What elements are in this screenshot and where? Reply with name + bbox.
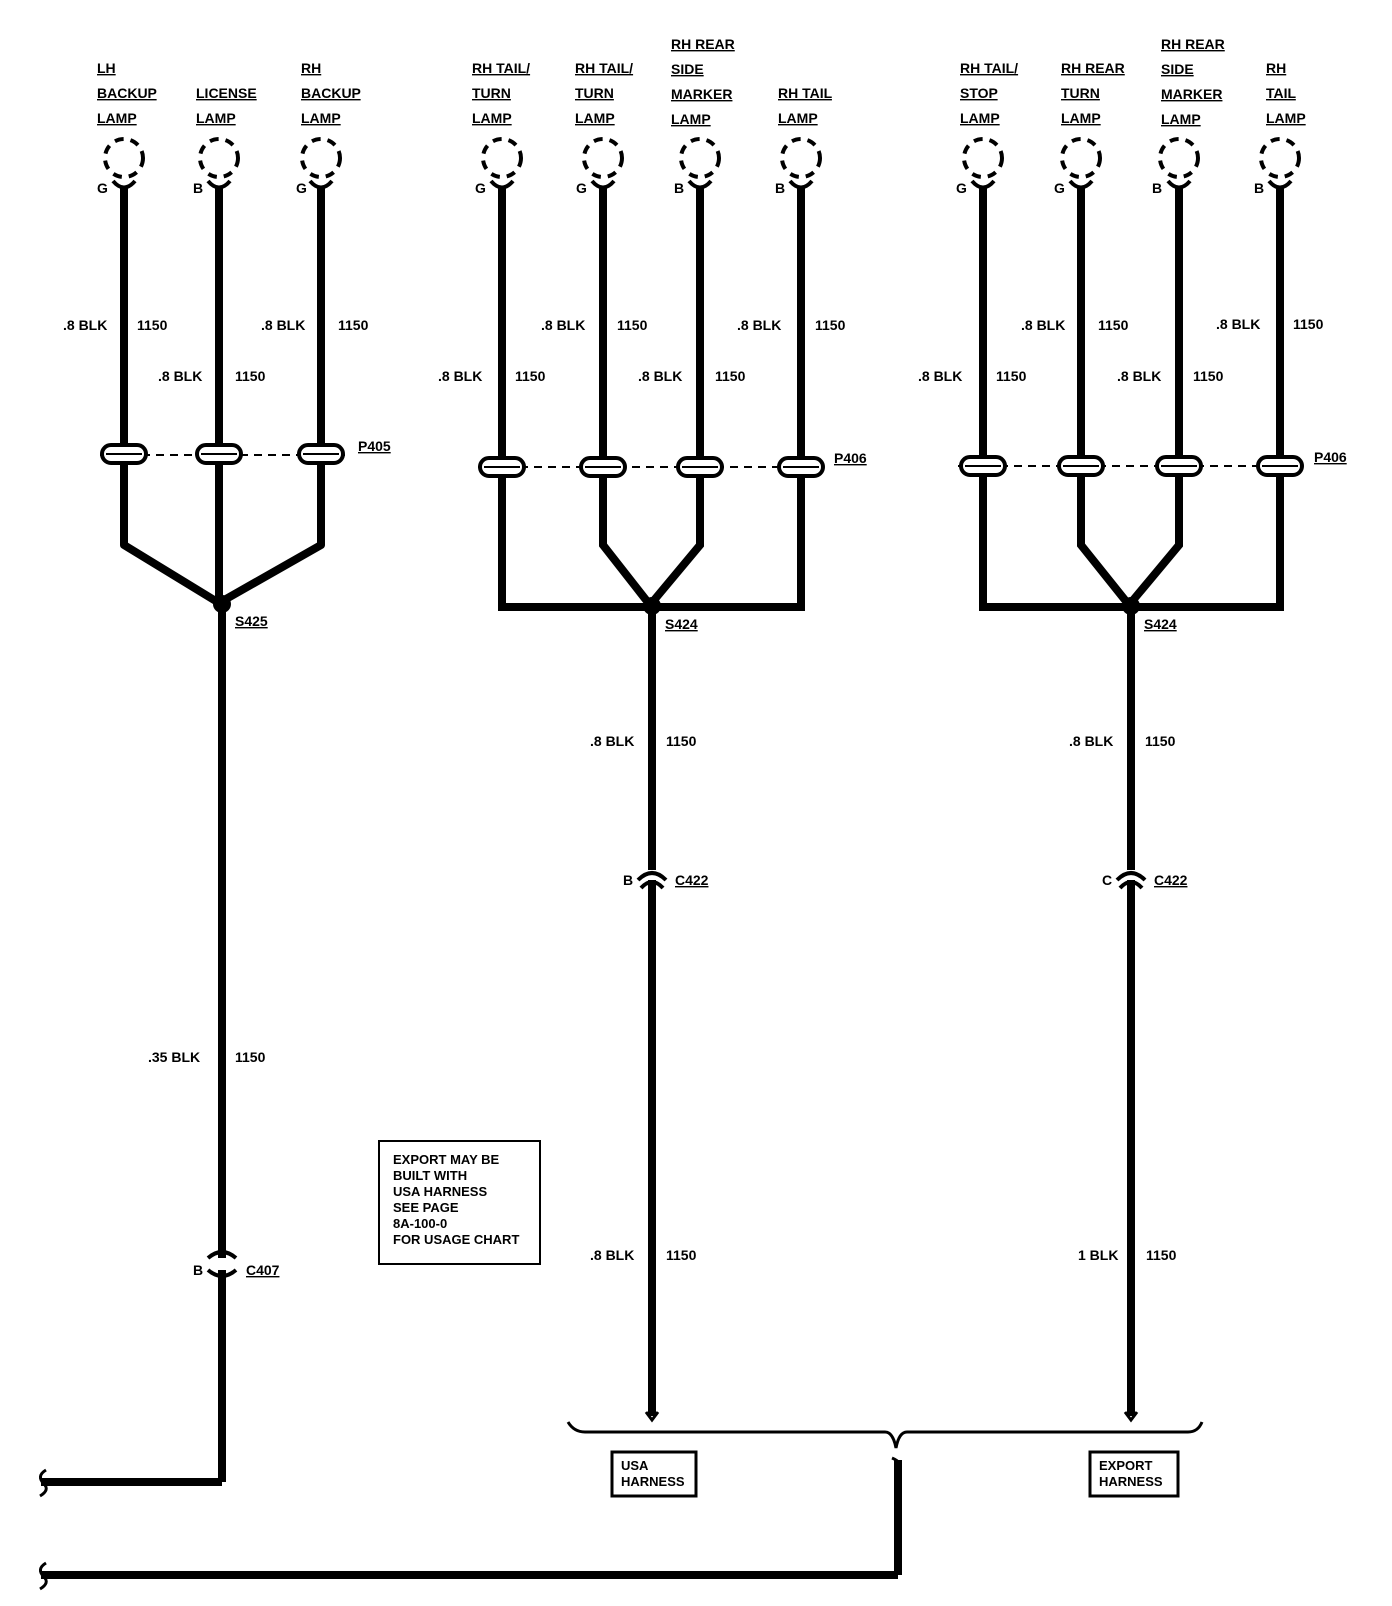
pin-label: B xyxy=(1254,180,1264,196)
wire-label: .8 BLK xyxy=(1216,316,1260,332)
wire-label: .8 BLK xyxy=(541,317,585,333)
lamp-label-lh-backup: LH BACKUP LAMP xyxy=(97,60,161,126)
lamp-label-rh-tail-2: RH TAIL LAMP xyxy=(1266,60,1306,126)
wire-label: 1150 xyxy=(1145,733,1176,749)
splice-label-s425: S425 xyxy=(235,613,268,629)
lamp-symbol-rh-tail-turn-1 xyxy=(481,137,523,179)
svg-text:USA HARNESS: USA HARNESS xyxy=(621,1458,685,1489)
lamp-symbol-rh-tail-turn-2 xyxy=(582,137,624,179)
lamp-symbol-rh-rear-turn xyxy=(1060,137,1102,179)
pin-label: B xyxy=(193,1262,203,1278)
wire-label: .8 BLK xyxy=(438,368,482,384)
note-box: EXPORT MAY BE BUILT WITH USA HARNESS SEE… xyxy=(378,1140,541,1265)
lamp-symbol-rh-backup xyxy=(300,137,342,179)
connector-p406-export xyxy=(959,455,1304,477)
lamp-label-rh-tail-turn-2: RH TAIL/ TURN LAMP xyxy=(575,60,637,126)
harness-brace xyxy=(39,1421,1204,1591)
wire-label: .8 BLK xyxy=(1069,733,1113,749)
lamp-label-rh-tail-1: RH TAIL LAMP xyxy=(778,85,836,126)
lamp-symbol-rh-tail-2 xyxy=(1259,137,1301,179)
wire-label: .8 BLK xyxy=(638,368,682,384)
pin-label: C xyxy=(1102,872,1112,888)
connector-label-c422: C422 xyxy=(675,872,709,888)
wire-label: .8 BLK xyxy=(158,368,202,384)
export-harness-box: EXPORT HARNESS xyxy=(1088,1450,1180,1498)
wire-label: .35 BLK xyxy=(148,1049,200,1065)
wire-label: 1150 xyxy=(1293,316,1324,332)
lamp-label-rh-backup: RH BACKUP LAMP xyxy=(301,60,365,126)
wire-label: 1150 xyxy=(996,368,1027,384)
lamp-label-rh-rear-side-marker-2: RH REAR SIDE MARKER LAMP xyxy=(1161,36,1229,127)
svg-text:EXPORT HARNESS: EXPORT HARNESS xyxy=(1099,1458,1163,1489)
wire-label: 1150 xyxy=(515,368,546,384)
wire-label: 1150 xyxy=(666,733,697,749)
connector-label-c422: C422 xyxy=(1154,872,1188,888)
wire-label: .8 BLK xyxy=(1117,368,1161,384)
group-usa-harness: RH TAIL/ TURN LAMP RH TAIL/ TURN LAMP RH… xyxy=(438,36,867,1498)
lamp-label-rh-rear-turn: RH REAR TURN LAMP xyxy=(1061,60,1129,126)
wire-label: .8 BLK xyxy=(63,317,107,333)
splice-label-s424: S424 xyxy=(1144,616,1177,632)
pin-label: B xyxy=(1152,180,1162,196)
group-backup-license: LH BACKUP LAMP LICENSE LAMP RH BACKUP LA… xyxy=(39,60,391,1498)
pin-label: G xyxy=(475,180,486,196)
lamp-label-rh-tail-turn-1: RH TAIL/ TURN LAMP xyxy=(472,60,534,126)
note-text: EXPORT MAY BE BUILT WITH USA HARNESS SEE… xyxy=(393,1152,519,1247)
wire-label: 1150 xyxy=(715,368,746,384)
wire-label: 1150 xyxy=(1098,317,1129,333)
wire-label: 1150 xyxy=(617,317,648,333)
connector-p406-usa xyxy=(478,456,825,478)
wire-label: 1 BLK xyxy=(1078,1247,1118,1263)
usa-harness-box: USA HARNESS xyxy=(610,1450,698,1498)
connector-label-p406: P406 xyxy=(834,450,867,466)
wire-label: 1150 xyxy=(235,368,266,384)
wire-label: .8 BLK xyxy=(590,733,634,749)
splice-label-s424: S424 xyxy=(665,616,698,632)
wire-label: .8 BLK xyxy=(737,317,781,333)
wire-label: 1150 xyxy=(235,1049,266,1065)
connector-label-c407: C407 xyxy=(246,1262,280,1278)
lamp-label-rh-tail-stop: RH TAIL/ STOP LAMP xyxy=(960,60,1022,126)
wire-label: 1150 xyxy=(815,317,846,333)
pin-label: G xyxy=(956,180,967,196)
wire-label: 1150 xyxy=(1146,1247,1177,1263)
pin-label: G xyxy=(97,180,108,196)
wire-label: 1150 xyxy=(338,317,369,333)
lamp-label-license: LICENSE LAMP xyxy=(196,85,261,126)
lamp-symbol-rh-rear-side-marker-2 xyxy=(1158,137,1200,179)
connector-p405 xyxy=(100,443,345,465)
wire-label: 1150 xyxy=(137,317,168,333)
pin-label: G xyxy=(576,180,587,196)
pin-label: B xyxy=(623,872,633,888)
connector-label-p406: P406 xyxy=(1314,449,1347,465)
lamp-label-rh-rear-side-marker-1: RH REAR SIDE MARKER LAMP xyxy=(671,36,739,127)
wire-label: .8 BLK xyxy=(1021,317,1065,333)
lamp-symbol-rh-tail-stop xyxy=(962,137,1004,179)
pin-label: B xyxy=(193,180,203,196)
pin-label: B xyxy=(775,180,785,196)
group-export-harness: RH TAIL/ STOP LAMP RH REAR TURN LAMP RH … xyxy=(918,36,1347,1498)
pin-label: G xyxy=(1054,180,1065,196)
wire-label: 1150 xyxy=(1193,368,1224,384)
lamp-symbol-rh-tail-1 xyxy=(780,137,822,179)
wire-label: .8 BLK xyxy=(590,1247,634,1263)
lamp-symbol-license xyxy=(198,137,240,179)
lamp-symbol-rh-rear-side-marker-1 xyxy=(679,137,721,179)
connector-label-p405: P405 xyxy=(358,438,391,454)
wire-label: .8 BLK xyxy=(261,317,305,333)
wire-label: .8 BLK xyxy=(918,368,962,384)
pin-label: G xyxy=(296,180,307,196)
pin-label: B xyxy=(674,180,684,196)
wire-label: 1150 xyxy=(666,1247,697,1263)
lamp-symbol-lh-backup xyxy=(103,137,145,179)
